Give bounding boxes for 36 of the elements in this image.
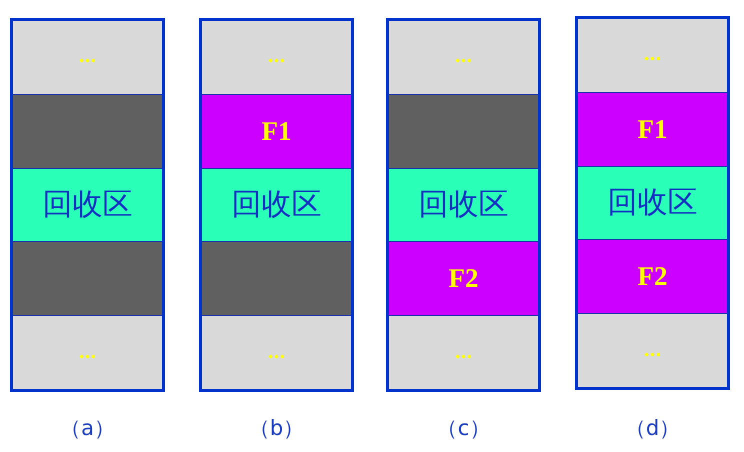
reclaimed-block [578, 166, 727, 240]
memory-column [386, 18, 541, 392]
reclaimed-block [13, 168, 162, 242]
ellipsis-label: … [454, 344, 472, 362]
block-label: F2 [638, 263, 668, 290]
ellipsis-label: … [78, 48, 96, 66]
block-label: 回收区 [418, 190, 508, 220]
block-label: F1 [638, 116, 668, 143]
free-block [13, 94, 162, 168]
block-label: 回收区 [42, 190, 132, 220]
free-block [389, 94, 538, 168]
block-label: F2 [448, 265, 478, 292]
allocated-block [578, 92, 727, 166]
block-label: 回收区 [232, 190, 322, 220]
ellipsis-label: … [454, 48, 472, 66]
reclaimed-block [202, 168, 351, 242]
allocated-block [578, 239, 727, 314]
free-block [202, 241, 351, 316]
ellipsis-label: … [644, 342, 662, 360]
block-label: 回收区 [608, 188, 698, 218]
subfigure-caption: （d） [624, 415, 682, 442]
subfigure-caption: （c） [436, 415, 492, 442]
allocated-block [202, 94, 351, 168]
ellipsis-label: … [268, 344, 286, 362]
memory-column [575, 16, 730, 390]
subfigure-caption: （a） [59, 415, 116, 442]
memory-column [199, 18, 354, 392]
reclaimed-block [389, 168, 538, 242]
allocated-block [389, 241, 538, 316]
memory-column [10, 18, 165, 392]
ellipsis-label: … [644, 46, 662, 64]
ellipsis-label: … [268, 48, 286, 66]
ellipsis-label: … [78, 344, 96, 362]
subfigure-caption: （b） [248, 415, 306, 442]
block-label: F1 [262, 118, 292, 145]
free-block [13, 241, 162, 316]
